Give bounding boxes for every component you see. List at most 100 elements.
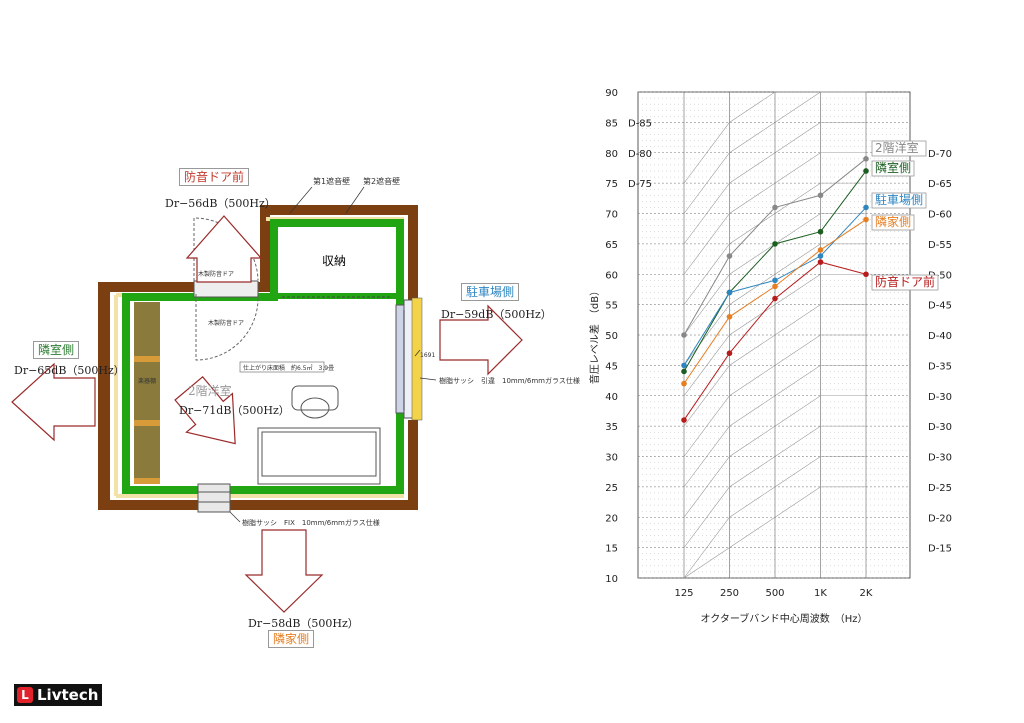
y-tick-label: 55 [605,301,618,312]
area-note: 仕上がり床面積 約6.5㎡ 3.9畳 [243,365,335,372]
label-neighbor-room: 隣室側 [33,341,80,359]
data-point [772,295,778,302]
data-point [817,253,824,259]
door-note-2: 木製防音ドア [208,320,245,327]
left-d-label: D-75 [628,179,652,190]
data-point [681,417,687,423]
y-tick-label: 50 [605,331,618,342]
d-curve [683,243,866,366]
arrow-top [185,215,263,283]
x-tick-label: 250 [720,588,739,599]
y-axis-title: 音圧レベル差 （dB） [588,286,601,384]
data-point [726,313,733,320]
right-d-label: D-20 [928,513,952,524]
label-wall1: 第1遮音壁 [313,177,351,186]
livtech-logo: L Livtech [14,684,102,706]
y-tick-label: 70 [605,210,618,221]
arrow-upstairs [174,376,236,445]
data-point [772,277,778,284]
data-point [772,241,778,247]
legend-label: 2階洋室 [875,140,919,155]
data-point [681,368,687,375]
y-tick-label: 15 [605,544,618,555]
y-tick-label: 85 [605,118,618,129]
y-tick-label: 65 [605,240,618,251]
floor-plan [11,186,523,613]
chair [291,385,339,419]
dim-right: 1691 [420,352,436,359]
legend-label: 隣室側 [875,160,911,175]
label-parking: 駐車場側 [461,283,520,301]
arrow-left [11,362,96,442]
d-curve [683,334,866,457]
legend-box [871,214,915,231]
data-point [817,247,824,253]
y-tick-label: 30 [605,453,618,464]
legend-label: 防音ドア前 [875,274,935,289]
legend-box [871,160,915,177]
data-point [726,253,733,259]
logo-mark: L [17,687,33,703]
right-d-label: D-15 [928,544,952,555]
y-tick-label: 80 [605,149,618,160]
left-d-label: D-80 [628,149,652,160]
x-tick-label: 500 [765,588,784,599]
data-point [681,380,687,387]
door-note-1: 木製防音ドア [198,271,235,278]
outer-wall [98,205,418,510]
label-neighbor-house: 隣家側 [268,630,315,648]
data-point [863,168,869,174]
y-tick-label: 75 [605,179,618,190]
data-point [726,350,733,357]
logo-text: Livtech [37,686,99,704]
data-point [863,271,869,278]
right-d-label: D-30 [928,453,952,464]
legend-box [871,192,927,209]
label-sash-right: 樹脂サッシ 引違 10mm/6mmガラス仕様 [439,377,580,385]
right-d-label: D-60 [928,210,952,221]
data-point [817,192,824,199]
data-point [772,204,778,211]
shelf-note: 楽器棚 [138,378,157,385]
d-curve [683,122,866,245]
y-tick-label: 20 [605,513,618,524]
dr-parking: Dr−59dB（500Hz） [441,308,552,321]
x-axis-title: オクターブバンド中心周波数 （Hz） [700,612,867,625]
dr-neighbor-house: Dr−58dB（500Hz） [248,617,359,630]
data-point [726,289,733,296]
legend-box [871,274,939,291]
x-tick-label: 1K [814,588,827,599]
d-curve [683,425,866,548]
right-d-label: D-55 [928,240,952,251]
d-curve [683,304,866,427]
label-door-front: 防音ドア前 [179,168,250,186]
right-window [395,297,423,421]
right-d-label: D-45 [928,301,952,312]
y-tick-label: 45 [605,361,618,372]
right-d-label: D-50 [928,270,952,281]
y-tick-label: 35 [605,422,618,433]
right-d-label: D-35 [928,361,952,372]
dr-door-front: Dr−56dB（500Hz） [165,197,276,210]
arrow-right [439,304,523,376]
x-tick-label: 2K [860,588,873,599]
right-d-label: D-30 [928,422,952,433]
d-curve [683,365,866,488]
data-point [863,216,869,223]
instrument-shelf [134,302,160,484]
right-d-label: D-25 [928,483,952,494]
d-curve [683,486,866,579]
right-d-label: D-65 [928,179,952,190]
data-point [863,156,869,162]
y-tick-label: 90 [605,88,618,99]
dr-neighbor-room: Dr−65dB（500Hz） [14,364,125,377]
data-point [817,228,824,235]
y-tick-label: 40 [605,392,618,403]
label-storage: 収納 [322,254,347,268]
y-tick-label: 10 [605,574,618,585]
label-upstairs: 2階洋室 [188,384,232,398]
right-d-label: D-70 [928,149,952,160]
dr-upstairs: Dr−71dB（500Hz） [179,404,290,417]
left-d-label: D-85 [628,118,652,129]
y-tick-label: 60 [605,270,618,281]
